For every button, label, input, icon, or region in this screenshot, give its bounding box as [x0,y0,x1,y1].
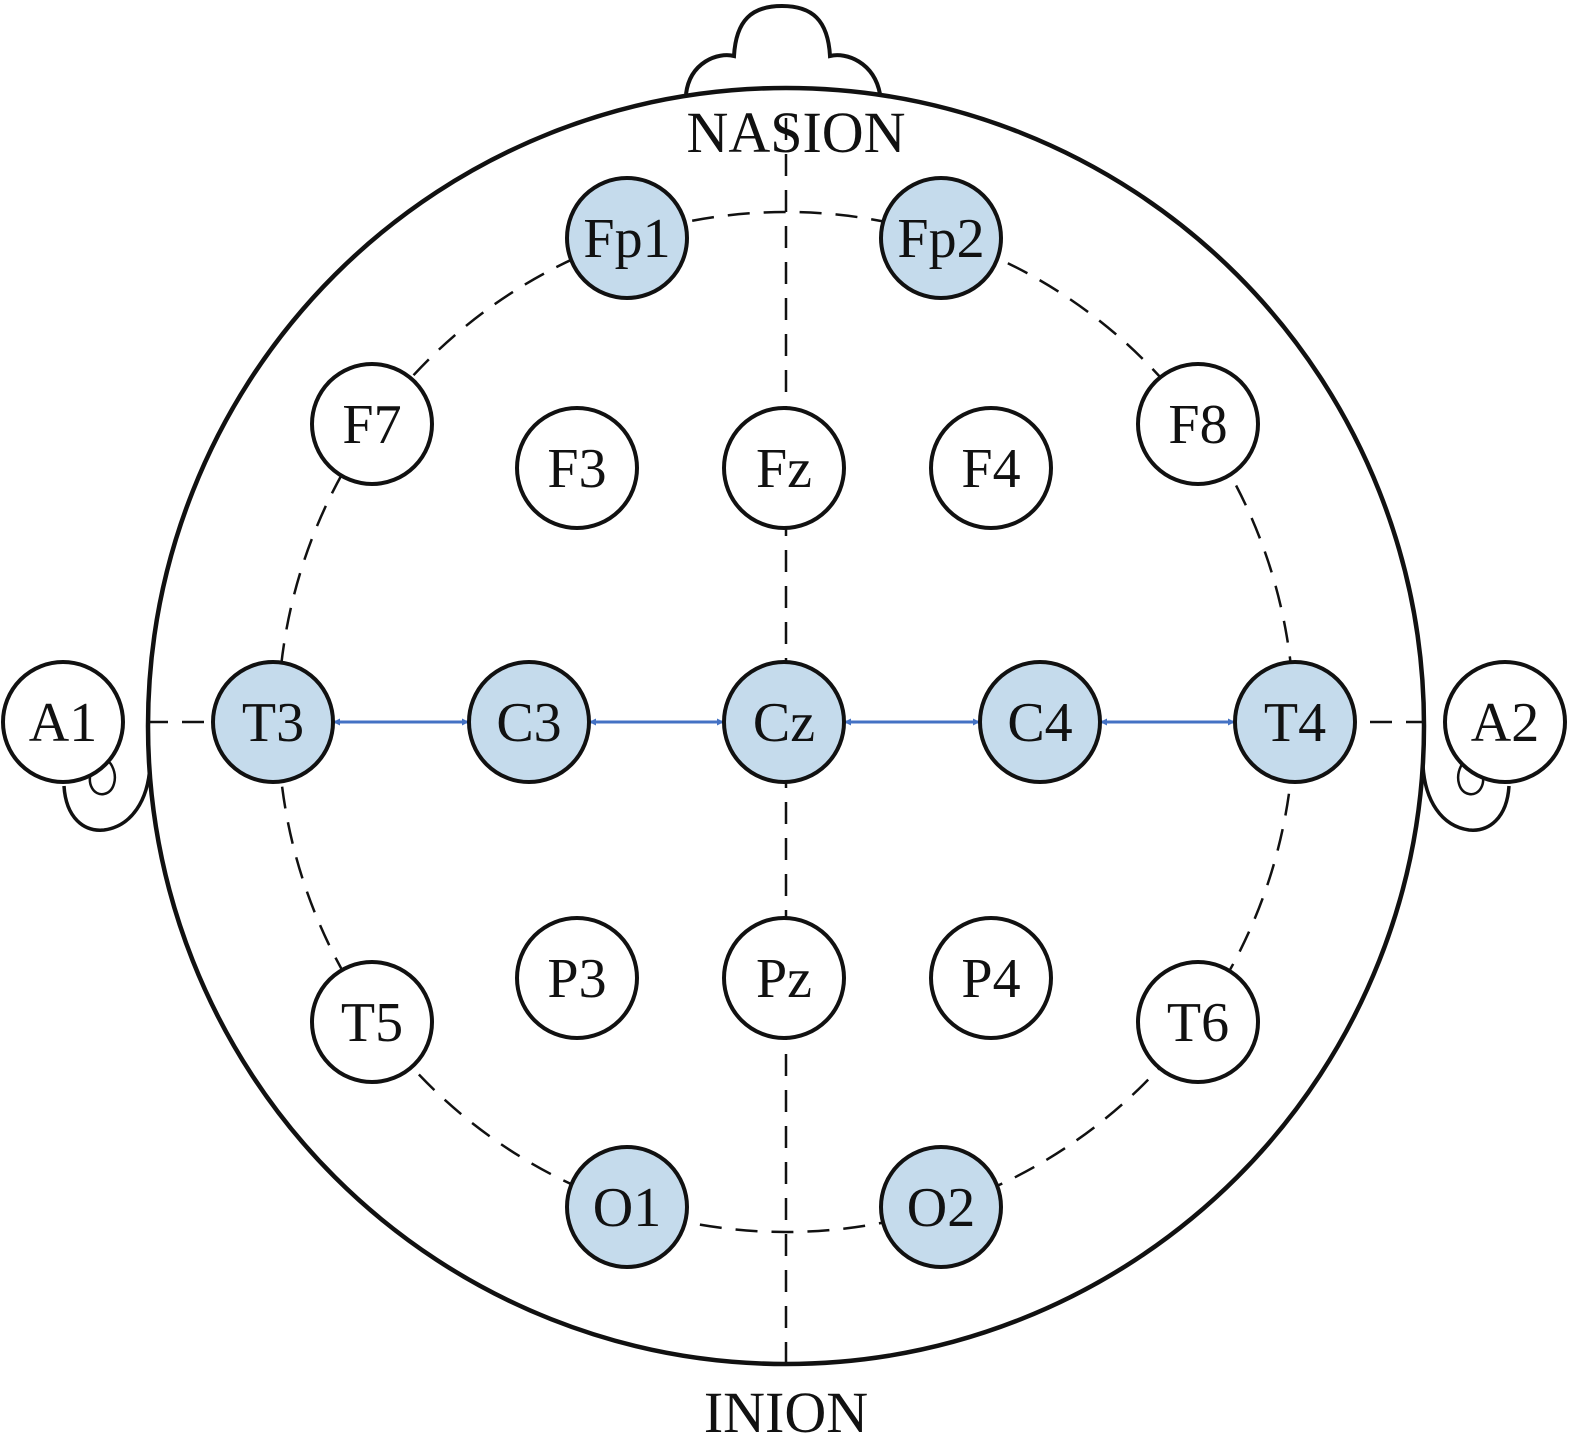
electrode-f8-marker [1136,362,1260,486]
electrode-p3-marker [515,916,639,1040]
electrode-f7-label: F7 [342,394,401,456]
electrode-cz-label: Cz [753,692,815,754]
electrode-c3-marker [467,660,591,784]
electrode-c3: C3 [467,660,591,784]
electrode-fp1-marker [565,176,689,300]
electrode-f3-marker [515,406,639,530]
electrode-f4: F4 [929,406,1053,530]
electrode-c4-marker [978,660,1102,784]
electrode-p3-label: P3 [547,948,606,1010]
electrode-pz-marker [722,916,846,1040]
electrode-pz-label: Pz [756,948,812,1010]
electrode-f4-marker [929,406,1053,530]
electrode-p4: P4 [929,916,1053,1040]
electrode-a1-marker [1,660,125,784]
electrode-p3: P3 [515,916,639,1040]
electrode-t6-label: T6 [1167,992,1229,1054]
electrode-t4-marker [1233,660,1357,784]
left-ear-outline [62,765,152,832]
electrode-f3: F3 [515,406,639,530]
electrode-t6: T6 [1136,960,1260,1084]
nasion-label: NASION [686,100,905,165]
electrode-f7: F7 [310,362,434,486]
electrode-o2: O2 [879,1145,1003,1269]
electrode-p4-marker [929,916,1053,1040]
electrode-o1: O1 [565,1145,689,1269]
electrode-o2-label: O2 [907,1177,975,1239]
electrode-t3: T3 [211,660,335,784]
electrode-a1-label: A1 [29,692,97,754]
electrode-fz-label: Fz [756,438,812,500]
electrode-fp1-label: Fp1 [583,208,670,270]
electrode-t3-marker [211,660,335,784]
electrode-o1-label: O1 [593,1177,661,1239]
electrode-o1-marker [565,1145,689,1269]
right-ear-outline [1421,765,1511,832]
electrode-t4-label: T4 [1264,692,1326,754]
electrode-t5-marker [310,960,434,1084]
electrode-t4: T4 [1233,660,1357,784]
inion-label: INION [704,1380,868,1445]
nose-outline [684,3,882,95]
electrode-p4-label: P4 [961,948,1020,1010]
electrode-o2-marker [879,1145,1003,1269]
electrode-fp2-label: Fp2 [897,208,984,270]
electrode-t5: T5 [310,960,434,1084]
electrode-f4-label: F4 [961,438,1020,500]
electrode-pz: Pz [722,916,846,1040]
electrode-cz-marker [722,660,846,784]
electrode-f3-label: F3 [547,438,606,500]
electrode-fp2-marker [879,176,1003,300]
electrode-t6-marker [1136,960,1260,1084]
electrode-f8-label: F8 [1168,394,1227,456]
electrode-t5-label: T5 [341,992,403,1054]
electrode-fz-marker [722,406,846,530]
electrode-f7-marker [310,362,434,486]
electrode-c3-label: C3 [496,692,561,754]
electrode-fp2: Fp2 [879,176,1003,300]
electrode-a1: A1 [1,660,125,784]
electrode-a2-marker [1443,660,1567,784]
electrode-f8: F8 [1136,362,1260,486]
electrode-t3-label: T3 [242,692,304,754]
electrode-a2-label: A2 [1471,692,1539,754]
electrode-c4: C4 [978,660,1102,784]
electrode-fp1: Fp1 [565,176,689,300]
electrode-c4-label: C4 [1007,692,1072,754]
electrode-a2: A2 [1443,660,1567,784]
electrode-fz: Fz [722,406,846,530]
electrode-cz: Cz [722,660,846,784]
